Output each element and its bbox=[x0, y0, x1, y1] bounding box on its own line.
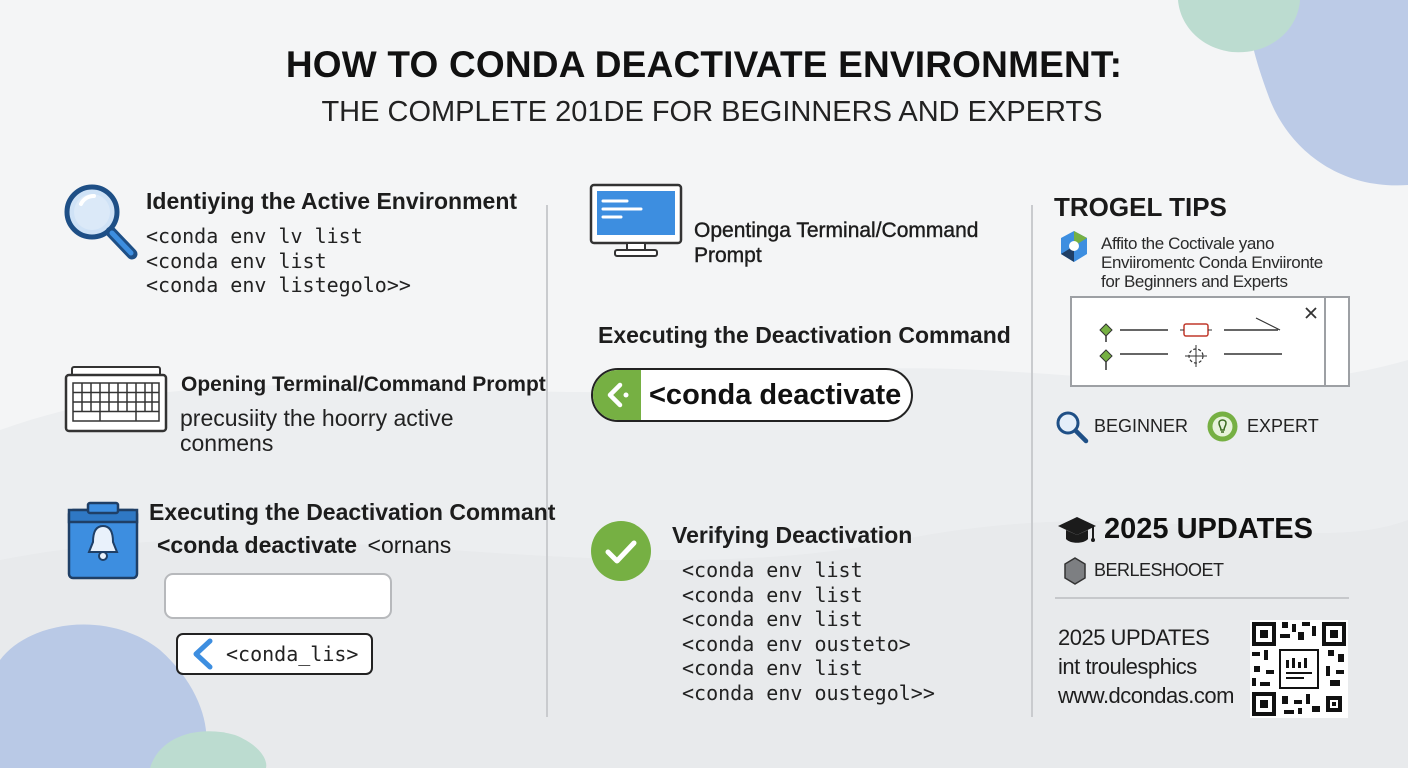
mini-window-preview bbox=[1070, 296, 1350, 387]
identify-code-block: <conda env lv list <conda env list <cond… bbox=[146, 224, 411, 298]
deactivate-command-text: <conda deactivate bbox=[649, 378, 902, 411]
lightbulb-icon bbox=[1207, 411, 1238, 442]
blob-bottom-left-green bbox=[150, 731, 267, 768]
section-separator bbox=[1055, 597, 1349, 599]
code-line: <conda env listegolo>> bbox=[146, 273, 411, 297]
heading-line: Opentinga Terminal/Command bbox=[694, 219, 979, 242]
close-icon[interactable] bbox=[1304, 306, 1318, 320]
check-icon bbox=[591, 521, 651, 581]
scrollbar[interactable] bbox=[1324, 298, 1326, 385]
identify-heading: Identiying the Active Environment bbox=[146, 188, 518, 214]
command-input[interactable] bbox=[164, 573, 392, 619]
executing-heading-left: Executing the Deactivation Commant bbox=[149, 499, 556, 525]
flow-diagram bbox=[1099, 317, 1282, 370]
heading-line: Prompt bbox=[694, 244, 762, 267]
qr-code-icon[interactable] bbox=[1250, 620, 1348, 718]
text-line: for Beginners and Experts bbox=[1101, 272, 1288, 291]
verifying-heading: Verifying Deactivation bbox=[672, 522, 913, 548]
blob-bottom-left bbox=[0, 624, 207, 768]
opening-terminal-heading-middle: Opentinga Terminal/Command Prompt bbox=[694, 218, 979, 268]
verifying-code-block: <conda env list <conda env list <conda e… bbox=[682, 558, 935, 705]
tips-text: Affito the Coctivale yano Enviiromentc C… bbox=[1101, 234, 1323, 291]
command-rest: <ornans bbox=[367, 532, 452, 558]
deactivate-command-pill[interactable]: <conda deactivate bbox=[591, 368, 913, 422]
text-line: conmens bbox=[180, 430, 274, 456]
code-line: <conda env list bbox=[146, 248, 327, 273]
text-line: int troulesphics bbox=[1058, 654, 1197, 679]
graduation-cap-icon bbox=[1058, 517, 1096, 543]
command-bold: <conda deactivate bbox=[157, 532, 358, 558]
code-line: <conda env list bbox=[682, 656, 863, 680]
executing-command-line: <conda deactivate <ornans bbox=[157, 532, 451, 559]
updates-title: 2025 UPDATES bbox=[1104, 513, 1313, 545]
column-divider-left bbox=[546, 205, 548, 717]
code-line: <conda env list bbox=[682, 558, 863, 582]
column-divider-right bbox=[1031, 205, 1033, 717]
terminal-bell-icon bbox=[67, 501, 139, 580]
chevron-left-icon bbox=[607, 382, 629, 408]
code-line: <conda env oustegol>> bbox=[682, 680, 935, 705]
troubleshoot-label: BERLESHOOET bbox=[1094, 560, 1224, 580]
magnifier-icon bbox=[64, 184, 138, 260]
gear-logo-icon bbox=[1061, 231, 1087, 262]
code-line: <conda env list bbox=[682, 582, 863, 607]
page-title: HOW TO CONDA DEACTIVATE ENVIRONMENT: bbox=[285, 44, 1123, 85]
tips-title: TROGEL TIPS bbox=[1054, 192, 1227, 222]
opening-terminal-heading: Opening Terminal/Command Prompt bbox=[181, 373, 546, 396]
text-line: Enviiromentc Conda Enviironte bbox=[1101, 253, 1323, 272]
chevron-left-icon bbox=[193, 638, 213, 670]
text-line[interactable]: www.dcondas.com bbox=[1058, 683, 1234, 708]
code-line: <conda env lv list bbox=[146, 224, 363, 248]
footer-text: 2025 UPDATES int troulesphics www.dconda… bbox=[1058, 623, 1234, 710]
text-line: precusiity the hoorry active bbox=[180, 405, 454, 431]
conda-list-button[interactable]: <conda_lis> bbox=[176, 633, 373, 675]
blob-top-right-green bbox=[1178, 0, 1300, 53]
beginner-label: BEGINNER bbox=[1094, 416, 1189, 436]
executing-heading-middle: Executing the Deactivation Command bbox=[598, 322, 1011, 348]
conda-list-label: <conda_lis> bbox=[226, 641, 359, 666]
code-line: <conda env list bbox=[682, 607, 863, 631]
command-prompt-tab bbox=[593, 370, 641, 420]
keyboard-icon bbox=[64, 366, 168, 433]
blob-top-right bbox=[1248, 0, 1408, 186]
opening-terminal-text: precusiity the hoorry active conmens bbox=[180, 406, 454, 456]
search-icon bbox=[1056, 411, 1089, 444]
code-line: <conda env ousteto> bbox=[682, 631, 911, 656]
text-line: 2025 UPDATES bbox=[1058, 625, 1210, 650]
page-subtitle: THE COMPLETE 201DE FOR BEGINNERS AND EXP… bbox=[321, 96, 1103, 128]
expert-label: EXPERT bbox=[1247, 416, 1319, 436]
text-line: Affito the Coctivale yano bbox=[1101, 234, 1275, 253]
monitor-icon bbox=[589, 183, 683, 257]
hexagon-icon bbox=[1064, 557, 1086, 585]
